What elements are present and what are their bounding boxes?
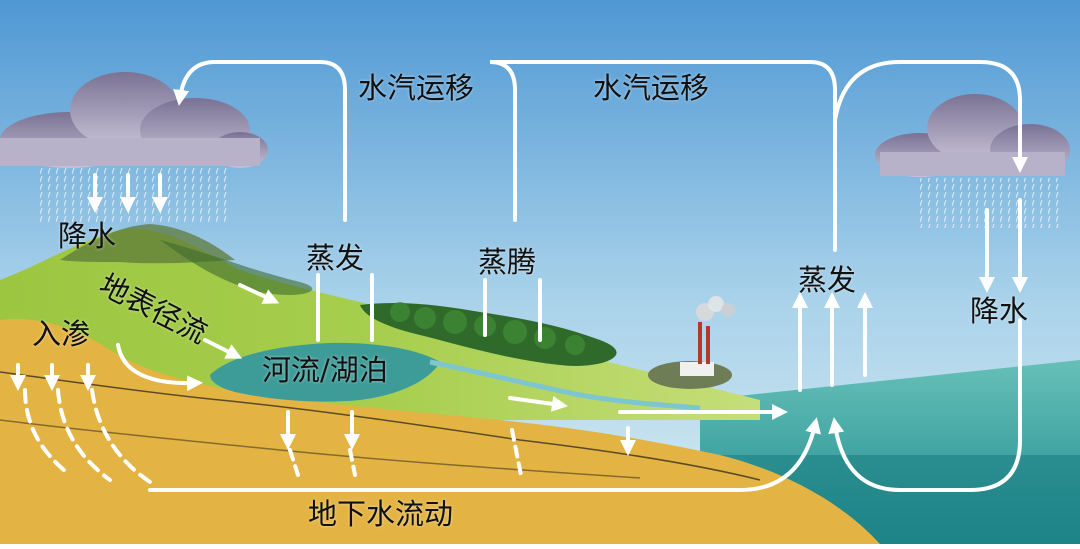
vapor-transport-path <box>489 60 837 252</box>
factory <box>648 296 735 389</box>
vapor-transport-label-left: 水汽运移 <box>358 71 475 105</box>
mountain-slope-shadow <box>160 240 313 295</box>
cloud-left <box>0 72 268 168</box>
river-lake-label: 河流/湖泊 <box>262 353 388 387</box>
vapor-transport-label-right: 水汽运移 <box>593 71 710 105</box>
river <box>429 359 701 411</box>
flow-arrows <box>10 60 1028 492</box>
infiltration-label: 入渗 <box>32 317 91 351</box>
cloud-right <box>875 94 1070 177</box>
precipitation-label-right: 降水 <box>970 294 1029 328</box>
vapor-transport-arrow-left <box>173 60 347 222</box>
evaporation-label-land: 蒸发 <box>306 241 365 275</box>
transpiration-label: 蒸腾 <box>478 245 537 279</box>
soil-layer-line <box>0 371 761 481</box>
underground-soil <box>0 319 880 544</box>
precipitation-label-left: 降水 <box>58 219 117 253</box>
groundwater-flow-label: 地下水流动 <box>308 497 454 531</box>
forest-canopy <box>390 302 585 355</box>
vapor-transport-arrow-right <box>833 60 1028 173</box>
evaporation-label-ocean: 蒸发 <box>798 263 857 297</box>
lake <box>210 342 440 402</box>
rain-left <box>40 168 230 223</box>
land-surface <box>0 228 760 420</box>
